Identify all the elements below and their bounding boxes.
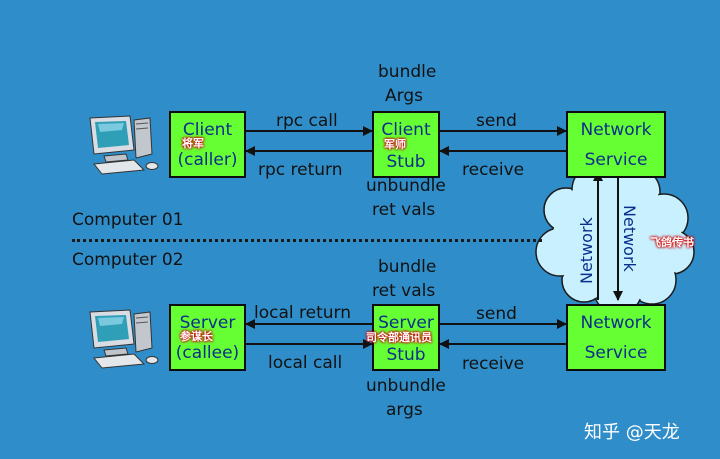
cloud-network-right: Network [620,205,639,273]
bundle-ret-label-2: ret vals [372,281,436,301]
server-stub-label-1: Server [378,313,434,333]
receive-bottom-label: receive [462,354,525,374]
local-call-label: local call [268,353,343,373]
network-service-bottom-box: Network Service [566,304,666,371]
callee-label: (callee) [175,343,240,363]
client-stub-label-1: Client [381,120,431,140]
unbundle-ret-label-1: unbundle [366,176,446,196]
client-box: Client (caller) [169,111,246,178]
server-stub-box: Server Stub [372,304,440,371]
cloud-network-left: Network [577,216,596,284]
client-label: Client [182,120,233,140]
server-stub-label-2: Stub [386,345,426,365]
network-label: Network [580,313,652,333]
local-return-label: local return [254,303,351,323]
client-note: 将军 [182,137,204,150]
network-label: Network [580,120,652,140]
computer-divider [72,239,542,242]
unbundle-args-label-1: unbundle [366,376,446,396]
server-stub-note: 司令部通讯员 [366,331,432,344]
computer-01-label: Computer 01 [72,210,184,230]
receive-top-label: receive [462,160,525,180]
network-service-top-box: Network Service [566,111,666,178]
cloud-note: 飞鸽传书 [650,236,694,249]
send-bottom-label: send [476,304,517,324]
rpc-return-label: rpc return [258,160,343,180]
unbundle-ret-label-2: ret vals [372,200,436,220]
computer-02-label: Computer 02 [72,250,184,270]
service-label: Service [584,343,648,363]
computer-icon [89,309,159,369]
send-top-label: send [476,111,517,131]
bundle-args-label-1: bundle [378,62,437,82]
zhihu-watermark: 知乎 @天龙 [584,422,680,443]
unbundle-args-label-2: args [386,400,423,420]
client-stub-label-2: Stub [386,152,426,172]
bundle-args-label-2: Args [385,86,423,106]
computer-icon [89,115,159,175]
server-label: Server [179,313,236,333]
server-note: 参谋长 [180,330,213,343]
client-stub-note: 军师 [384,138,406,151]
server-box: Server (callee) [169,304,246,371]
caller-label: (caller) [177,150,238,170]
bundle-ret-label-1: bundle [378,257,437,277]
client-stub-box: Client Stub [372,111,440,178]
rpc-call-label: rpc call [276,111,338,131]
service-label: Service [584,150,648,170]
